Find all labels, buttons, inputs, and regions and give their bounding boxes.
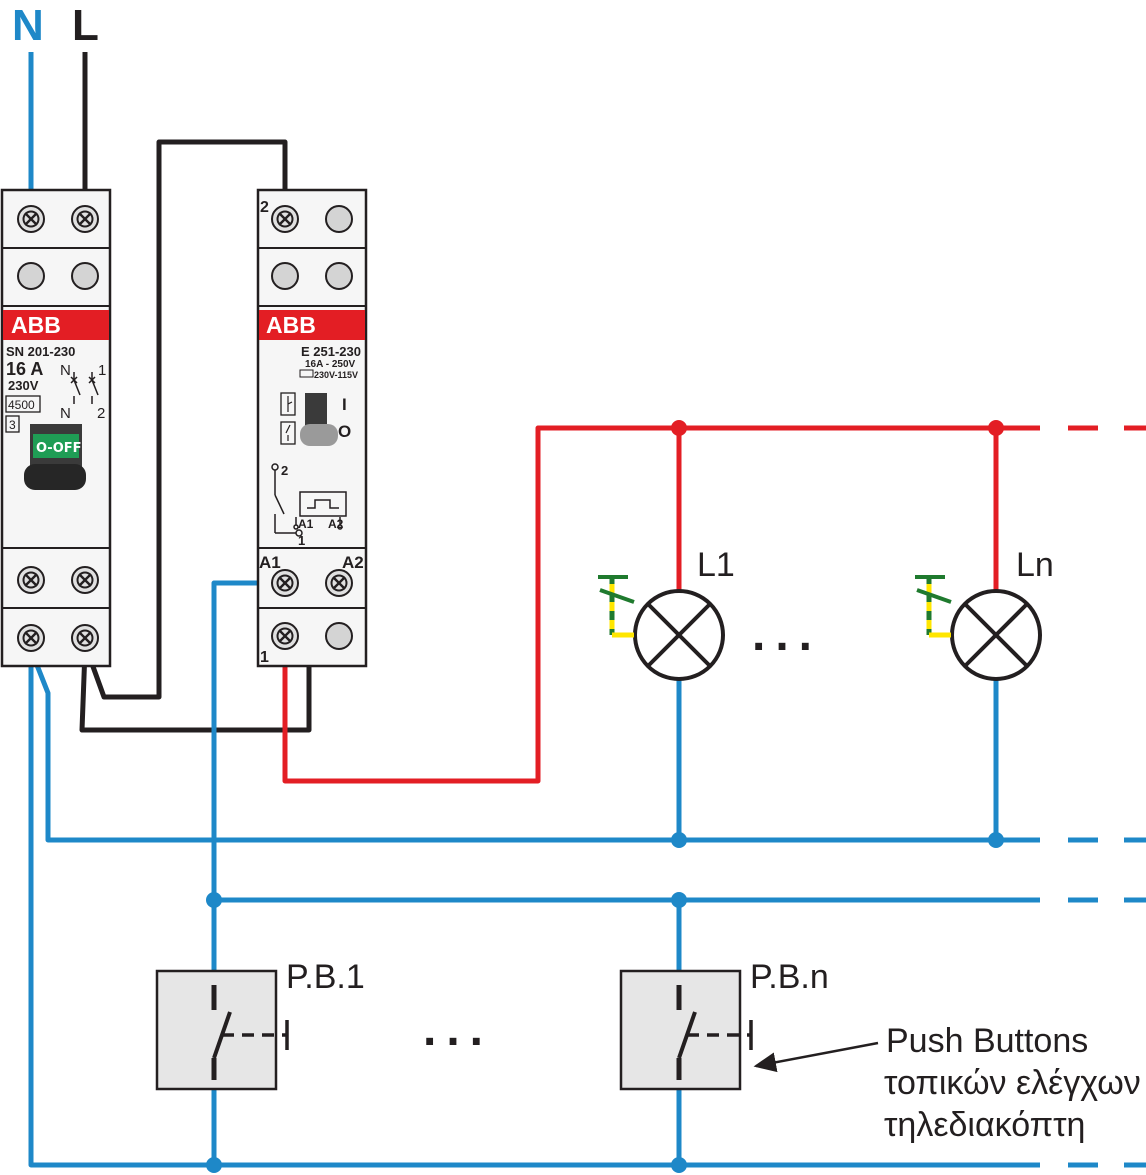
breaker-terminal-n-in (16, 204, 46, 234)
breaker-brand-bar (3, 310, 109, 340)
lamp-n: Ln (915, 546, 1054, 681)
breaker-model: SN 201-230 (6, 344, 75, 359)
breaker-capacity: 4500 (8, 398, 35, 412)
impulse-relay: 2 ABB E 251-230 16A - 250V 230V-115V I O (256, 188, 368, 668)
relay-state-on: I (342, 395, 347, 414)
pushbutton-n: P.B.n (619, 958, 829, 1091)
relay-terminal-2-label: 2 (260, 199, 269, 216)
relay-terminal-1 (270, 621, 300, 651)
relay-coil-a1: A1 (298, 517, 314, 531)
junction-dot (988, 832, 1004, 848)
junction-dot (988, 420, 1004, 436)
breaker-symbol-2: 2 (97, 405, 105, 422)
junction-dots (206, 420, 1004, 1173)
relay-contact-rating: 16A - 250V (305, 359, 356, 370)
breaker-terminal-l-in (70, 204, 100, 234)
relay-terminal-a2-label: A2 (342, 553, 364, 572)
lamp-ellipsis: ... (752, 608, 822, 661)
relay-brand-bar (259, 310, 365, 340)
pushbutton-1: P.B.1 (155, 958, 365, 1091)
neutral-label: N (12, 1, 44, 50)
breaker-capacity-box (5, 395, 41, 413)
breaker-toggle-handle (24, 464, 86, 490)
junction-dot (206, 1157, 222, 1173)
wires (28, 52, 1146, 1168)
relay-coil-icon (299, 369, 314, 378)
junction-dot (671, 832, 687, 848)
breaker-terminal-l-out-top (70, 565, 100, 595)
relay-coil-a2: A2 (328, 517, 344, 531)
relay-brand: ABB (266, 312, 316, 338)
switched-output-wire (282, 425, 1040, 784)
relay-blank-terminal (325, 205, 353, 233)
breaker-toggle (33, 434, 79, 458)
lamp-1-label: L1 (697, 546, 735, 584)
line-label: L (72, 1, 99, 50)
breaker-class-box (5, 415, 20, 433)
breaker-terminal-n-out (16, 623, 46, 653)
relay-sym-1: 1 (298, 533, 305, 548)
lamp-1-earth-symbol (598, 575, 635, 638)
line-to-relay-wire (84, 139, 288, 700)
junction-dot (671, 420, 687, 436)
relay-state-off: O (338, 422, 351, 441)
relay-model: E 251-230 (301, 344, 361, 359)
relay-state-box-off (280, 421, 296, 445)
breaker-indicator (17, 262, 45, 290)
breaker-symbol (70, 372, 99, 404)
neutral-return-bus (28, 650, 1040, 1168)
relay-lever (300, 424, 338, 446)
breaker-symbol-n-top: N (60, 362, 71, 379)
junction-dot (206, 892, 222, 908)
circuit-breaker: ABB SN 201-230 16 A 230V 4500 3 N 1 N 2 … (0, 188, 112, 668)
breaker-rating: 16 A (6, 359, 43, 379)
annotation-line-2: τοπικών ελέγχων (884, 1064, 1141, 1102)
pushbutton-1-label: P.B.1 (286, 958, 365, 996)
breaker-toggle-label: O-OFF (36, 441, 82, 456)
relay-terminal-a1-label: A1 (259, 553, 281, 572)
breaker-voltage: 230V (8, 378, 39, 393)
pushbutton-n-label: P.B.n (750, 958, 829, 996)
neutral-lamp-bus (28, 649, 1040, 843)
breaker-indicator (71, 262, 99, 290)
breaker-class: 3 (9, 418, 16, 432)
relay-terminal-1-label: 1 (260, 649, 269, 666)
annotation-line-1: Push Buttons (886, 1022, 1088, 1060)
annotation-line-3: τηλεδιακόπτη (884, 1106, 1085, 1144)
relay-coil-rating: 230V-115V (314, 370, 358, 380)
relay-sym-2: 2 (281, 463, 288, 478)
relay-state-box-on (280, 392, 296, 416)
lamp-n-earth-symbol (915, 575, 952, 638)
relay-indicator (271, 262, 299, 290)
relay-indicator (325, 262, 353, 290)
breaker-terminal-l-out (70, 623, 100, 653)
breaker-symbol-1: 1 (98, 362, 106, 379)
relay-blank-terminal (325, 622, 353, 650)
relay-terminal-a1 (270, 568, 300, 598)
breaker-symbol-n-bottom: N (60, 405, 71, 422)
relay-schematic (271, 463, 347, 537)
annotation-arrow (753, 1041, 879, 1073)
lamp-n-label: Ln (1016, 546, 1054, 584)
lamp-1: L1 (598, 546, 735, 681)
junction-dot (671, 1157, 687, 1173)
pushbutton-ellipsis: ... (423, 1003, 493, 1056)
breaker-terminal-n-out-top (16, 565, 46, 595)
relay-terminal-2 (270, 204, 300, 234)
relay-terminal-a2 (324, 568, 354, 598)
junction-dot (671, 892, 687, 908)
breaker-brand: ABB (11, 312, 61, 338)
